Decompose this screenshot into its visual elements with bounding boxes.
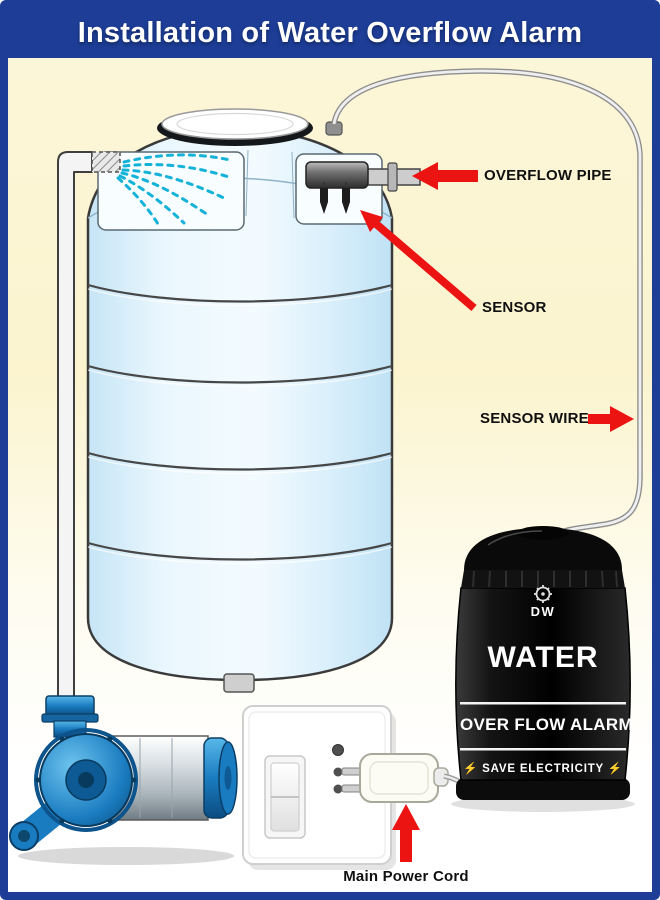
- dome-seam-left: [245, 149, 249, 217]
- sensor-arrow: [360, 210, 477, 312]
- label-overflow-pipe: OVERFLOW PIPE: [484, 167, 612, 184]
- pump-shadow: [18, 847, 234, 865]
- inlet-pipe-body: [57, 151, 93, 704]
- tank-lid: [161, 108, 309, 140]
- wall-socket: [242, 705, 396, 870]
- label-sensor: SENSOR: [482, 299, 547, 316]
- alarm-divider-top: [460, 702, 626, 705]
- tank-drain-stub: [223, 673, 255, 693]
- alarm-collar: [461, 570, 625, 588]
- overflow-fitting-body: [305, 161, 369, 189]
- page-title: Installation of Water Overflow Alarm: [77, 16, 583, 49]
- plug-body: [359, 753, 439, 803]
- alarm-tagline: ⚡ SAVE ELECTRICITY ⚡: [463, 763, 623, 775]
- callout-arrows: [360, 162, 634, 862]
- tank-ribs: [87, 283, 393, 565]
- suction-opening: [18, 830, 30, 842]
- volute-hub-center: [78, 772, 94, 788]
- dome-highlight: [487, 530, 543, 546]
- plug-detail: [369, 761, 429, 795]
- alarm-device: [451, 526, 635, 812]
- alarm-dome: [464, 528, 622, 570]
- diagram-art: [9, 68, 643, 870]
- water-spray: [116, 153, 234, 226]
- overflow-assembly: [305, 161, 421, 214]
- socket-holes: [332, 744, 344, 794]
- alarm-base: [456, 778, 630, 800]
- sensor-wire: [331, 68, 643, 540]
- diagram-canvas: OVERFLOW PIPE SENSOR SENSOR WIRE Main Po…: [8, 58, 652, 892]
- collar-ribs: [472, 570, 618, 588]
- inlet-pipe-inside-tank: [91, 151, 121, 173]
- overflow-wall-flange: [387, 162, 398, 192]
- sensor-probes: [320, 182, 350, 214]
- motor-end-hub: [224, 766, 232, 790]
- label-sensor-wire: SENSOR WIRE: [480, 410, 589, 427]
- flange-bolts: [35, 736, 137, 824]
- alarm-divider-bottom: [460, 748, 626, 751]
- dome-seam-right: [291, 151, 295, 219]
- dome-cap: [517, 526, 569, 540]
- gear-logo-icon: [534, 585, 552, 603]
- title-banner: Installation of Water Overflow Alarm: [8, 8, 652, 58]
- lid-inner-ring: [176, 112, 294, 136]
- power-plug: [341, 753, 449, 803]
- water-pump: [9, 695, 238, 865]
- alarm-title-line2: OVER FLOW ALARM: [460, 715, 633, 734]
- inlet-pipe: [57, 151, 121, 704]
- alarm-brand: DW: [530, 604, 556, 619]
- label-main-power-cord: Main Power Cord: [343, 868, 469, 885]
- overflow-pipe-arrow: [412, 162, 478, 190]
- alarm-body: [455, 587, 631, 781]
- sensor-wire-arrow: [588, 406, 634, 432]
- main-power-cord-arrow: [392, 804, 420, 862]
- pump-outlet-top: [45, 695, 95, 717]
- alarm-title-line1: WATER: [487, 641, 599, 674]
